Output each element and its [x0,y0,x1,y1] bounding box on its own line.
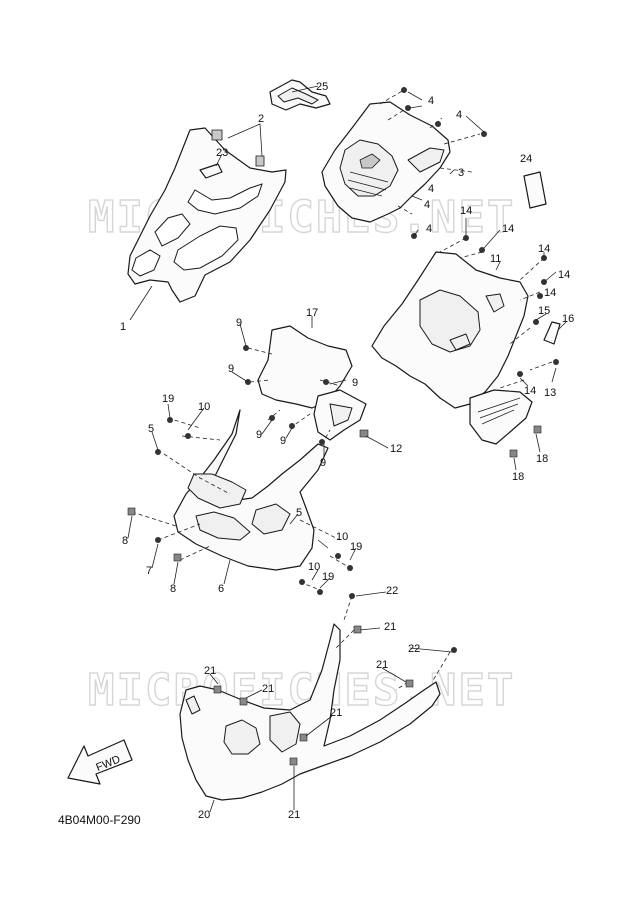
callout-4-e[interactable]: 4 [426,223,432,235]
callout-21-e[interactable]: 21 [330,707,342,719]
callout-18-a[interactable]: 18 [536,453,548,465]
callout-4-d[interactable]: 4 [424,199,430,211]
callout-4-b[interactable]: 4 [456,109,462,121]
callout-15[interactable]: 15 [538,305,550,317]
callout-18-b[interactable]: 18 [512,471,524,483]
callout-9-d[interactable]: 9 [256,429,262,441]
callout-8-b[interactable]: 8 [170,583,176,595]
callout-9-b[interactable]: 9 [228,363,234,375]
callout-12[interactable]: 12 [390,443,402,455]
callout-14-b[interactable]: 14 [502,223,514,235]
fwd-arrow: FWD [67,739,133,785]
callout-3[interactable]: 3 [458,167,464,179]
callout-22-b[interactable]: 22 [408,643,420,655]
callout-9-e[interactable]: 9 [280,435,286,447]
callout-7[interactable]: 7 [146,565,152,577]
callout-23[interactable]: 23 [216,147,228,159]
callout-5-a[interactable]: 5 [148,423,154,435]
part-6-lower-inner-cover[interactable] [173,409,329,571]
part-16-grommet[interactable] [543,321,561,345]
callout-5-b[interactable]: 5 [296,507,302,519]
part-11-side-panel[interactable] [371,251,529,409]
part-side-panel-lower[interactable] [469,389,533,445]
part-23-label[interactable] [199,163,223,179]
callout-19-b[interactable]: 19 [350,541,362,553]
callout-19-c[interactable]: 19 [322,571,334,583]
part-17-inner-bracket[interactable] [257,325,367,441]
part-3-inner-panel[interactable] [321,101,451,223]
callout-21-f[interactable]: 21 [288,809,300,821]
callout-4-a[interactable]: 4 [428,95,434,107]
callout-4-c[interactable]: 4 [428,183,434,195]
callout-10-a[interactable]: 10 [198,401,210,413]
callout-22-a[interactable]: 22 [386,585,398,597]
callout-1[interactable]: 1 [120,321,126,333]
leader-lines [127,85,567,813]
callout-19-a[interactable]: 19 [162,393,174,405]
callout-11[interactable]: 11 [490,253,501,265]
callout-9-f[interactable]: 9 [320,457,326,469]
callout-25[interactable]: 25 [316,81,328,93]
callout-20[interactable]: 20 [198,809,210,821]
callout-14-a[interactable]: 14 [460,205,472,217]
callout-14-d[interactable]: 14 [558,269,570,281]
callout-21-a[interactable]: 21 [384,621,396,633]
part-24-sticker[interactable] [523,171,547,209]
callout-10-c[interactable]: 10 [308,561,320,573]
diagram-code: 4B04M00-F290 [58,813,141,827]
callout-16[interactable]: 16 [562,313,574,325]
callout-13[interactable]: 13 [544,387,556,399]
part-20-leg-shield[interactable] [179,623,441,801]
callout-14-c[interactable]: 14 [538,243,550,255]
part-1-front-cover[interactable] [127,127,287,303]
callout-21-c[interactable]: 21 [204,665,216,677]
callout-21-b[interactable]: 21 [376,659,388,671]
part-25-bracket[interactable] [269,79,331,111]
callout-21-d[interactable]: 21 [262,683,274,695]
callout-17[interactable]: 17 [306,307,318,319]
fasteners [127,87,559,766]
callout-14-e[interactable]: 14 [544,287,556,299]
callout-2[interactable]: 2 [258,113,264,125]
callout-9-a[interactable]: 9 [236,317,242,329]
callout-9-c[interactable]: 9 [352,377,358,389]
callout-8-a[interactable]: 8 [122,535,128,547]
callout-10-b[interactable]: 10 [336,531,348,543]
callout-24[interactable]: 24 [520,153,532,165]
callouts: 25 2 23 1 4 4 3 4 4 4 24 14 14 11 14 14 … [120,81,574,821]
callout-14-f[interactable]: 14 [524,385,536,397]
callout-6[interactable]: 6 [218,583,224,595]
